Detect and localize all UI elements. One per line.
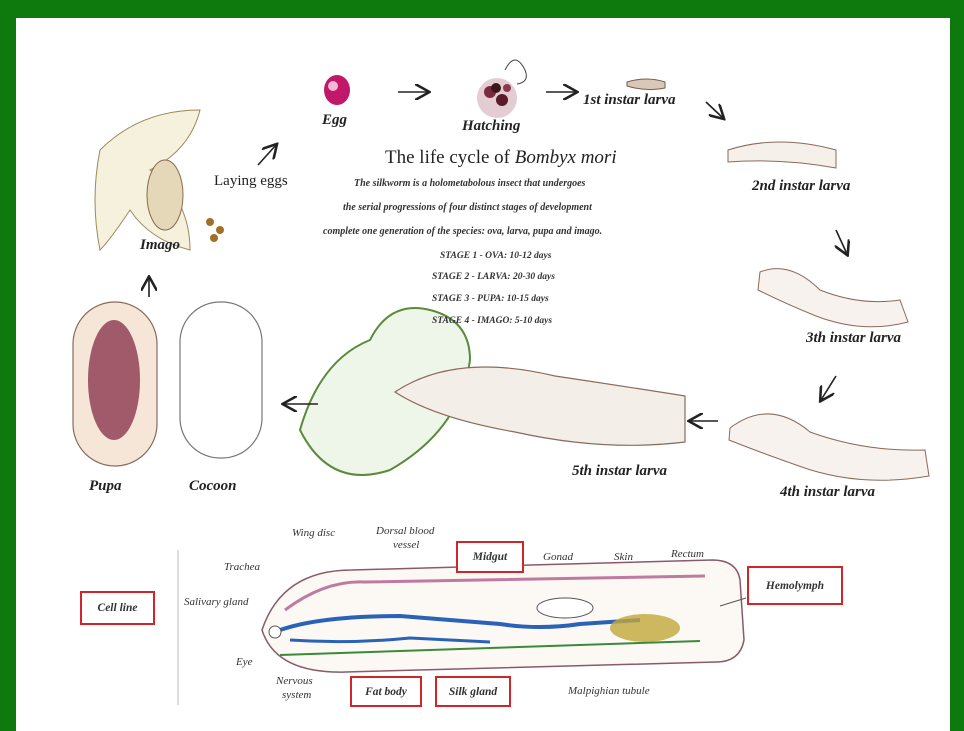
salivary-gland-label: Salivary gland: [184, 596, 248, 608]
imago-illustration: [95, 110, 224, 250]
larva4-label: 4th instar larva: [780, 484, 875, 501]
laying-eggs-label: Laying eggs: [214, 173, 288, 190]
wing-disc-label: Wing disc: [292, 527, 335, 539]
title-prefix: The life cycle of: [385, 147, 515, 168]
stage-duration: STAGE 4 - IMAGO: 5-10 days: [432, 316, 552, 326]
hatching-label: Hatching: [462, 118, 520, 135]
stage-duration: STAGE 1 - OVA: 10-12 days: [440, 251, 551, 261]
dorsal-vessel-label-2: vessel: [393, 539, 419, 551]
stage-duration: STAGE 3 - PUPA: 10-15 days: [432, 294, 549, 304]
hemolymph-box: Hemolymph: [747, 566, 843, 605]
malpighian-tubule-label: Malpighian tubule: [568, 685, 650, 697]
nervous-system-label-2: system: [282, 689, 311, 701]
nervous-system-label-1: Nervous: [276, 675, 313, 687]
egg-label: Egg: [322, 112, 347, 129]
larva3-illustration: [758, 269, 908, 327]
cocoon-illustration: [180, 302, 262, 458]
description-line: The silkworm is a holometabolous insect …: [354, 178, 585, 189]
larva2-label: 2nd instar larva: [752, 178, 850, 195]
larva5-label: 5th instar larva: [572, 463, 667, 480]
silk-gland-box: Silk gland: [435, 676, 511, 707]
stage-duration: STAGE 2 - LARVA: 20-30 days: [432, 272, 555, 282]
larva2-illustration: [728, 142, 836, 168]
cocoon-label: Cocoon: [189, 478, 237, 495]
dorsal-vessel-label-1: Dorsal blood: [376, 525, 434, 537]
larva4-illustration: [729, 414, 929, 480]
eye-label: Eye: [236, 656, 252, 668]
fat-body-box: Fat body: [350, 676, 422, 707]
title-species: Bombyx mori: [515, 147, 617, 168]
page-title: The life cycle of Bombyx mori: [385, 147, 617, 169]
larva1-label: 1st instar larva: [583, 92, 676, 109]
description-line: the serial progressions of four distinct…: [343, 202, 592, 213]
larva5-illustration: [395, 367, 685, 445]
cell-line-box: Cell line: [80, 591, 155, 625]
rectum-label: Rectum: [671, 548, 704, 560]
hatching-illustration: [477, 60, 526, 118]
pupa-label: Pupa: [89, 478, 122, 495]
gonad-label: Gonad: [543, 551, 573, 563]
midgut-box: Midgut: [456, 541, 524, 573]
pupa-illustration: [73, 302, 157, 466]
skin-label: Skin: [614, 551, 633, 563]
trachea-label: Trachea: [224, 561, 260, 573]
egg-illustration: [324, 75, 350, 105]
larva3-label: 3th instar larva: [806, 330, 901, 347]
description-line: complete one generation of the species: …: [323, 226, 602, 237]
larva1-illustration: [627, 79, 665, 90]
imago-label: Imago: [140, 237, 180, 254]
